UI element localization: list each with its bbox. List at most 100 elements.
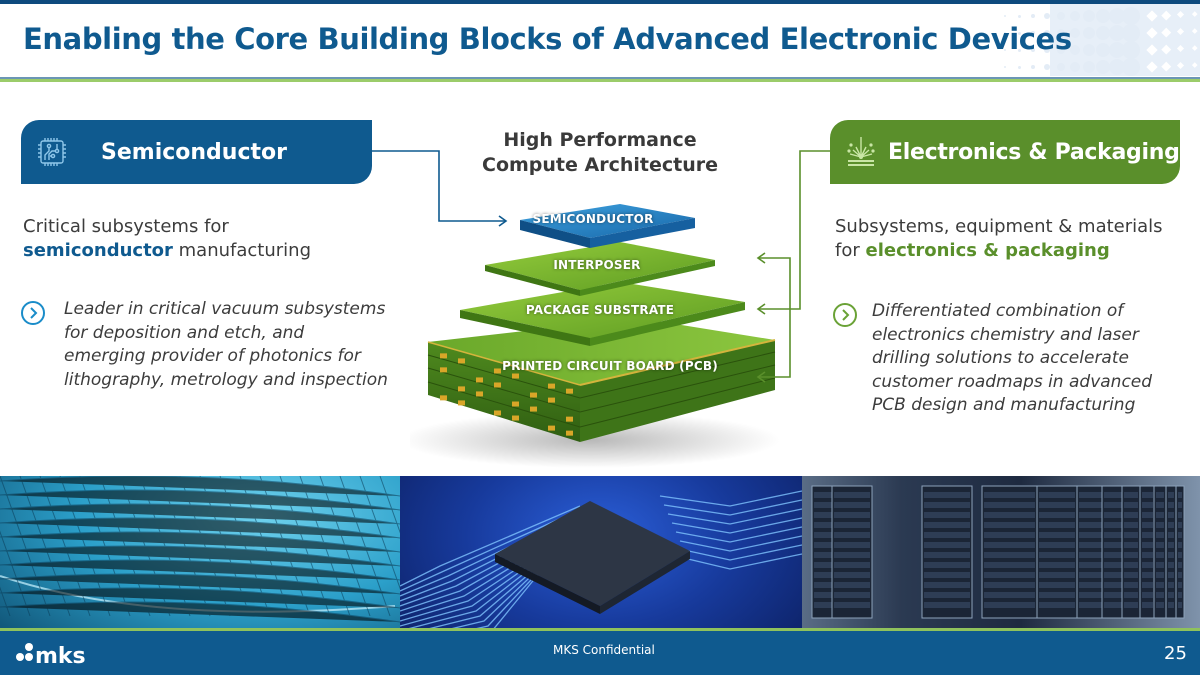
- decorative-dot: [1017, 14, 1021, 18]
- server-unit: [1104, 552, 1122, 558]
- logo-text: mks: [35, 644, 86, 666]
- pcb-via-pad: [512, 415, 519, 421]
- silicon-wafer-photo: [0, 476, 400, 628]
- server-unit: [1039, 492, 1075, 498]
- server-unit: [1142, 532, 1153, 538]
- decorative-dot: [1096, 26, 1110, 40]
- server-unit: [834, 532, 870, 538]
- server-unit: [1039, 582, 1075, 588]
- semiconductor-bullet: Leader in critical vacuum subsystems for…: [20, 298, 390, 392]
- server-unit: [924, 522, 970, 528]
- server-unit: [924, 582, 970, 588]
- server-unit: [1039, 512, 1075, 518]
- mks-logo: mks: [14, 640, 104, 670]
- server-unit: [984, 602, 1035, 608]
- server-unit: [1124, 552, 1138, 558]
- confidential-label: MKS Confidential: [553, 643, 655, 657]
- wafer-grid-line: [0, 559, 400, 581]
- stack-shadow: [400, 412, 780, 468]
- decorative-dot: [1017, 65, 1021, 69]
- server-unit: [834, 562, 870, 568]
- semiconductor-header: Semiconductor: [21, 120, 372, 184]
- server-unit: [984, 502, 1035, 508]
- circuit-trace: [476, 565, 545, 628]
- server-unit: [1168, 532, 1174, 538]
- electronics-packaging-label: Electronics & Packaging: [888, 139, 1180, 165]
- server-unit: [1178, 602, 1182, 608]
- decorative-dot: [1109, 25, 1125, 41]
- wafer-grid-line: [0, 517, 400, 539]
- server-unit: [1168, 582, 1174, 588]
- server-unit: [1079, 492, 1103, 498]
- circuit-board-chip-photo: [400, 476, 802, 628]
- pcb-via-pad: [458, 400, 465, 406]
- server-unit: [1178, 512, 1182, 518]
- server-unit: [1156, 502, 1164, 508]
- pcb-via-pad: [440, 353, 447, 359]
- server-unit: [1039, 502, 1075, 508]
- server-unit: [1104, 522, 1122, 528]
- package-substrate-layer: [460, 282, 745, 346]
- decorative-dot: [1122, 58, 1140, 76]
- electronics-packaging-bullet: Differentiated combination of electronic…: [832, 300, 1182, 418]
- electronics-packaging-header: Electronics & Packaging: [830, 120, 1180, 184]
- circuit-trace: [687, 553, 802, 570]
- subhead-text: manufacturing: [172, 240, 311, 261]
- server-unit: [1178, 532, 1182, 538]
- subhead-text: Subsystems, equipment & materials: [835, 216, 1163, 237]
- server-unit: [924, 542, 970, 548]
- server-unit: [1124, 502, 1138, 508]
- server-unit: [1124, 532, 1138, 538]
- server-unit: [1079, 602, 1103, 608]
- server-unit: [1156, 562, 1164, 568]
- server-unit: [984, 542, 1035, 548]
- server-unit: [1156, 532, 1164, 538]
- server-unit: [924, 492, 970, 498]
- bullet-text: Leader in critical vacuum subsystems for…: [64, 299, 388, 390]
- server-unit: [1079, 582, 1103, 588]
- layer-label-interposer: INTERPOSER: [553, 258, 641, 272]
- server-unit: [1039, 522, 1075, 528]
- circuit-trace: [400, 510, 578, 592]
- chevron-right-circle-icon: [833, 303, 857, 327]
- pcb-via-pad: [548, 425, 555, 431]
- decorative-dot: [1109, 8, 1125, 24]
- server-unit: [1142, 542, 1153, 548]
- server-unit: [924, 502, 970, 508]
- server-unit: [1039, 602, 1075, 608]
- server-unit: [1142, 512, 1153, 518]
- semiconductor-subhead: Critical subsystems for semiconductor ma…: [23, 215, 363, 263]
- electronics-packaging-subhead: Subsystems, equipment & materials for el…: [835, 215, 1175, 263]
- server-unit: [1168, 552, 1174, 558]
- header-divider: [0, 77, 1200, 79]
- layer-label-pcb: PRINTED CIRCUIT BOARD (PCB): [502, 359, 718, 373]
- architecture-title: High Performance Compute Architecture: [470, 128, 730, 178]
- architecture-title-line: Compute Architecture: [482, 154, 718, 176]
- server-unit: [1156, 572, 1164, 578]
- interposer-layer: [485, 242, 715, 296]
- circuit-trace: [675, 526, 802, 543]
- server-unit: [924, 602, 970, 608]
- server-unit: [1142, 602, 1153, 608]
- decorative-dot: [1122, 41, 1140, 59]
- server-unit: [834, 602, 870, 608]
- footer: [0, 631, 1200, 675]
- decorative-dot: [1057, 63, 1065, 71]
- server-unit: [1156, 492, 1164, 498]
- server-unit: [1039, 592, 1075, 598]
- pcb-via-pad: [494, 410, 501, 416]
- server-unit: [1124, 512, 1138, 518]
- pcb-via-pad: [440, 395, 447, 401]
- data-center-servers-photo: [802, 476, 1200, 628]
- server-unit: [834, 522, 870, 528]
- subhead-text: for: [835, 240, 866, 261]
- server-unit: [924, 562, 970, 568]
- pcb-via-pad: [548, 383, 555, 389]
- layer-label-package-substrate: PACKAGE SUBSTRATE: [525, 303, 675, 317]
- server-unit: [1142, 552, 1153, 558]
- pcb-via-pad: [476, 377, 483, 383]
- page-number: 25: [1164, 643, 1187, 664]
- server-unit: [834, 502, 870, 508]
- server-unit: [924, 552, 970, 558]
- server-unit: [1124, 522, 1138, 528]
